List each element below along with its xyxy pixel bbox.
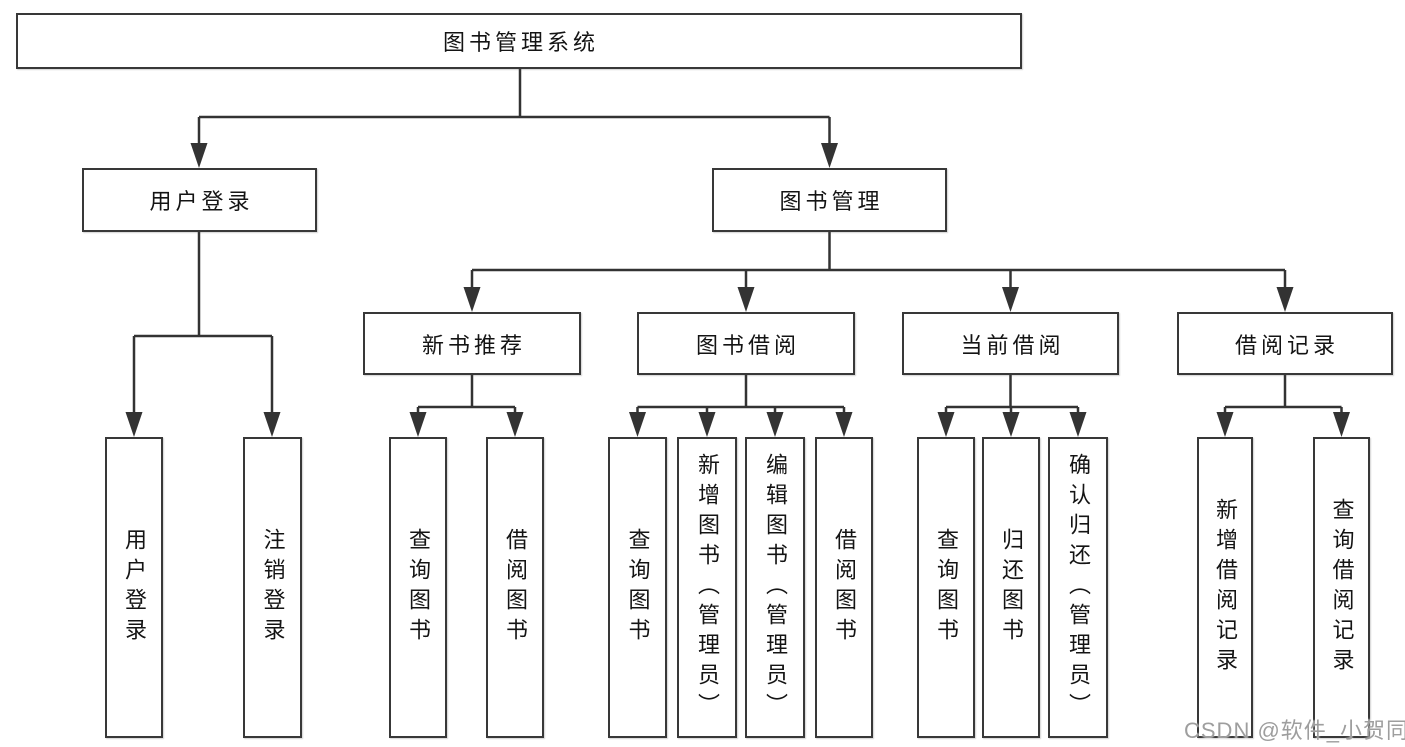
node-current-borrowing: 当前借阅 xyxy=(902,312,1119,375)
node-label: 归还图书 xyxy=(999,527,1024,648)
node-borrowing-records: 借阅记录 xyxy=(1177,312,1393,375)
csdn-watermark: CSDN @软件_小贺同学 xyxy=(1184,718,1405,743)
node-label: 图书管理系统 xyxy=(442,30,599,55)
node-query-books-borrowing: 查询图书 xyxy=(608,437,667,738)
node-label: 确认归还（管理员） xyxy=(1066,452,1091,723)
node-add-borrow-record: 新增借阅记录 xyxy=(1197,437,1253,738)
node-new-book-recommend: 新书推荐 xyxy=(363,312,581,375)
node-book-borrowing: 图书借阅 xyxy=(637,312,855,375)
node-label: 查询借阅记录 xyxy=(1329,497,1355,678)
node-logout: 注销登录 xyxy=(243,437,302,738)
node-label: 注销登录 xyxy=(260,527,286,648)
node-label: 查询图书 xyxy=(625,527,651,648)
node-add-books-admin: 新增图书（管理员） xyxy=(677,437,737,738)
node-user-login: 用户登录 xyxy=(105,437,163,738)
node-book-management: 图书管理 xyxy=(712,168,947,232)
node-label: 查询图书 xyxy=(934,527,959,648)
node-confirm-return-admin: 确认归还（管理员） xyxy=(1048,437,1108,738)
node-label: 新增图书（管理员） xyxy=(695,452,720,723)
node-label: 用户登录 xyxy=(149,189,254,214)
node-label: 借阅图书 xyxy=(832,527,857,648)
node-user-login-branch: 用户登录 xyxy=(82,168,317,232)
node-label: 用户登录 xyxy=(122,527,147,648)
node-label: 编辑图书（管理员） xyxy=(763,452,788,723)
node-edit-books-admin: 编辑图书（管理员） xyxy=(745,437,805,738)
node-label: 图书借阅 xyxy=(695,332,800,358)
node-label: 图书管理 xyxy=(779,189,884,214)
node-query-borrow-record: 查询借阅记录 xyxy=(1313,437,1370,738)
node-label: 借阅图书 xyxy=(503,527,528,648)
node-library-management-system: 图书管理系统 xyxy=(16,13,1022,69)
node-borrow-books-borrowing: 借阅图书 xyxy=(815,437,873,738)
node-label: 新书推荐 xyxy=(421,332,526,358)
node-return-books: 归还图书 xyxy=(982,437,1040,738)
node-label: 借阅记录 xyxy=(1234,332,1339,358)
node-query-books-current: 查询图书 xyxy=(917,437,975,738)
node-label: 新增借阅记录 xyxy=(1213,497,1238,678)
node-label: 查询图书 xyxy=(406,527,431,648)
node-borrow-books-recommend: 借阅图书 xyxy=(486,437,544,738)
node-label: 当前借阅 xyxy=(960,332,1065,358)
node-query-books-recommend: 查询图书 xyxy=(389,437,447,738)
